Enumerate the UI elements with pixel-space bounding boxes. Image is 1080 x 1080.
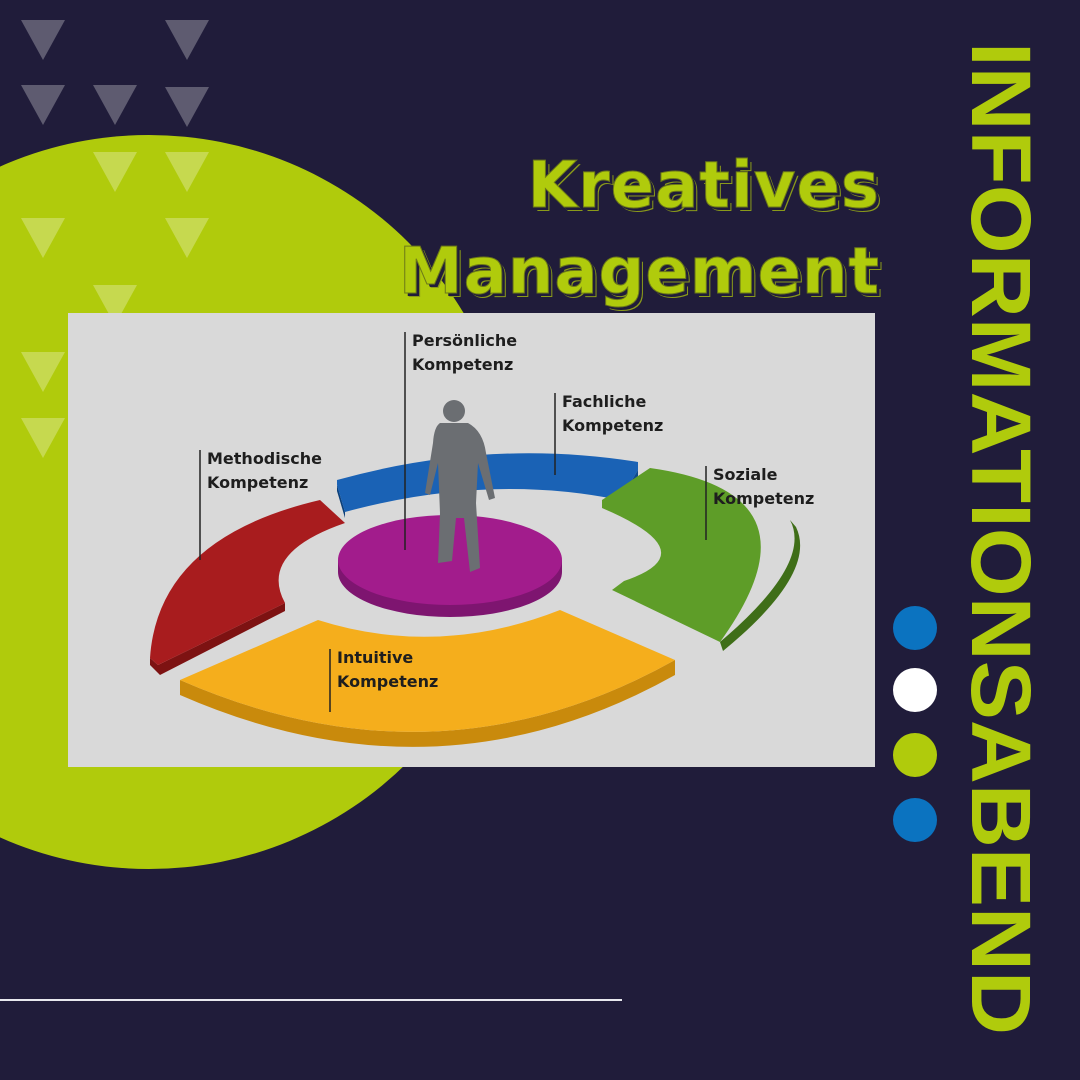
triangle-icon xyxy=(165,87,209,127)
dot-white-icon xyxy=(893,668,937,712)
triangle-icon xyxy=(21,218,65,258)
label-intuitive-kompetenz: Intuitive Kompetenz xyxy=(337,646,438,694)
triangle-icon xyxy=(165,152,209,192)
triangle-icon xyxy=(21,20,65,60)
label-soziale-kompetenz: Soziale Kompetenz xyxy=(713,463,814,511)
triangle-icon xyxy=(93,152,137,192)
triangle-icon xyxy=(165,20,209,60)
persoenliche-disk xyxy=(338,515,562,617)
soziale-segment xyxy=(602,468,801,651)
triangle-icon xyxy=(21,85,65,125)
title-line-2: Management xyxy=(398,235,880,309)
label-line: Persönliche xyxy=(412,331,518,350)
person-silhouette-icon xyxy=(425,400,495,572)
triangle-icon xyxy=(165,218,209,258)
dot-blue-icon xyxy=(893,798,937,842)
label-line: Intuitive xyxy=(337,648,414,667)
competence-diagram: Persönliche Kompetenz Fachliche Kompeten… xyxy=(68,313,875,767)
label-line: Kompetenz xyxy=(562,416,664,435)
label-line: Kompetenz xyxy=(412,355,514,374)
methodische-segment xyxy=(150,500,345,675)
label-fachliche-kompetenz: Fachliche Kompetenz xyxy=(562,390,663,438)
dot-blue-icon xyxy=(893,606,937,650)
intuitive-segment xyxy=(180,610,675,747)
label-line: Kompetenz xyxy=(207,473,309,492)
dot-green-icon xyxy=(893,733,937,777)
label-line: Kompetenz xyxy=(713,489,815,508)
label-persoenliche-kompetenz: Persönliche Kompetenz xyxy=(412,329,517,377)
label-line: Kompetenz xyxy=(337,672,439,691)
divider-line xyxy=(0,999,622,1001)
label-methodische-kompetenz: Methodische Kompetenz xyxy=(207,447,322,495)
title-line-1: Kreatives xyxy=(527,149,880,223)
side-title-text: INFORMATIONSABEND xyxy=(960,42,1048,1035)
label-line: Methodische xyxy=(207,449,322,468)
label-line: Fachliche xyxy=(562,392,647,411)
label-line: Soziale xyxy=(713,465,778,484)
side-title: INFORMATIONSABEND xyxy=(960,42,1048,1035)
triangle-icon xyxy=(21,418,65,458)
triangle-icon xyxy=(93,85,137,125)
triangle-icon xyxy=(21,352,65,392)
